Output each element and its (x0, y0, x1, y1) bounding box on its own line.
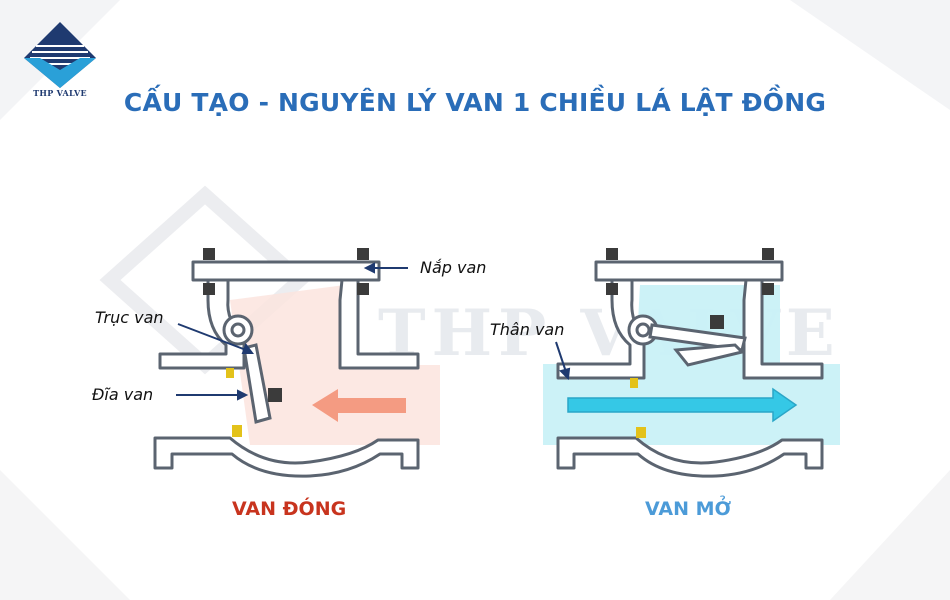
logo-diamond-icon (24, 22, 96, 88)
open-seat-top (630, 378, 638, 388)
logo: THP VALVE (20, 20, 100, 102)
logo-text: THP VALVE (33, 88, 87, 98)
open-cover (594, 260, 784, 282)
valve-open (543, 248, 840, 478)
label-dia-van: Đĩa van (92, 385, 154, 404)
state-closed: VAN ĐÓNG (232, 498, 347, 520)
label-nap-van: Nắp van (420, 258, 487, 277)
arrow-right-icon (567, 387, 798, 423)
bolt-icon (268, 388, 282, 402)
label-than-van: Thân van (490, 320, 565, 339)
arrow-left-icon (312, 389, 406, 422)
closed-cover (191, 260, 381, 282)
state-open: VAN MỞ (645, 498, 732, 520)
closed-body (153, 260, 420, 478)
closed-seat-top (226, 368, 234, 378)
closed-bolts (203, 248, 369, 295)
page-title: CẤU TẠO - NGUYÊN LÝ VAN 1 CHIỀU LÁ LẬT Đ… (123, 88, 827, 117)
open-seat-bottom (636, 427, 646, 438)
open-bolts (606, 248, 774, 295)
bolt-icon (710, 315, 724, 329)
label-truc-van: Trục van (95, 308, 164, 327)
open-body (556, 260, 824, 478)
valve-closed (153, 248, 440, 478)
closed-disc (242, 343, 272, 424)
closed-seat-bottom (232, 425, 242, 437)
leader-lines (176, 262, 571, 401)
